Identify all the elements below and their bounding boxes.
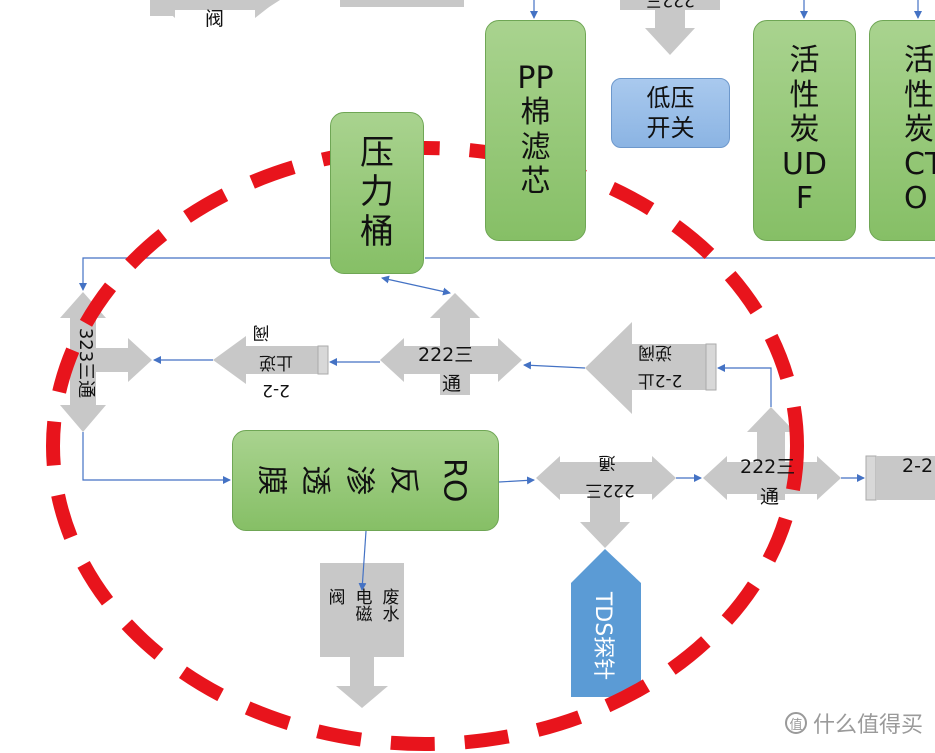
waste-valve-arrow [336,657,388,708]
watermark-text: 什么值得买 [812,713,923,738]
check-valve-left-label-1: 2-2 [262,380,290,400]
tds-probe-shape [571,549,641,697]
pp-filter-label-1: PP [517,60,554,96]
tee-lower-mid-shape [536,456,676,548]
cto-label-3: 炭 [904,112,934,148]
waste-valve-label: 废水 电磁 阀 [325,588,399,648]
tee-left-vertical-shape [60,292,152,432]
connector-tee-right-to-check-right [717,364,772,407]
check-valve-right-label-2: 逆阀 [638,342,672,362]
connector-ro-to-tee-lower [498,476,535,485]
ro-membrane-box: RO 反 渗 透 膜 [232,430,499,531]
tee-upper-mid-label-bottom: 通 [442,373,462,395]
connector-tank-to-tee-mid [381,275,451,296]
udf-label-2: 性 [789,77,820,113]
cto-label-1: 活 [904,43,934,79]
connector-check-right-to-tee-mid [523,361,586,370]
cto-label-5: O [904,181,928,217]
tee-lower-mid-label-bottom: 222三 [585,480,635,500]
waste-valve-label-2: 电磁 [351,588,372,622]
watermark: 值 什么值得买 [784,707,923,739]
fitting-far-right-label: 2-2 [902,455,934,477]
pp-filter-label-2: 棉 [520,95,551,130]
check-valve-right-label-1: 2-2止 [637,370,683,390]
connector-tee-left-to-ro [82,432,231,484]
udf-label-4: UD [781,146,828,182]
watermark-logo-icon: 值 [784,712,807,734]
check-valve-right-shape [585,322,706,414]
pressure-tank-label-3: 桶 [360,211,394,252]
ro-label-5: 膜 [253,465,289,496]
top-left-valve-label: 阀 [205,8,225,30]
ro-label-1: RO [436,458,472,503]
check-valve-left-label-3: 阀 [252,322,270,342]
low-pressure-switch-label-1: 低压 [646,84,695,112]
pressure-tank-label-2: 力 [360,172,394,213]
top-mid-tee-label: 222三 [645,0,695,10]
cto-label-4: CT [904,146,935,182]
ro-label-3: 渗 [341,465,377,496]
udf-carbon-box: 活 性 炭 UD F [753,20,856,241]
fitting-far-right-cap [865,455,877,501]
tee-lower-right-label-top: 222三 [740,456,796,478]
top-mid-tee-arrow [645,0,695,55]
check-valve-left-label-2: 止逆 [259,352,293,372]
pressure-tank-box: 压 力 桶 [330,112,424,274]
fitting-far-right-body [876,456,935,500]
waste-valve-body [320,563,404,657]
tee-lower-mid-label-top: 通 [598,452,616,472]
check-valve-left-cap [317,345,329,375]
check-valve-right-cap [705,343,717,391]
check-valve-left-shape [213,336,318,384]
top-partial-box [340,0,464,7]
pp-filter-label-4: 芯 [520,164,551,199]
tee-upper-mid-shape [380,293,522,395]
low-pressure-switch-box: 低压 开关 [611,78,730,148]
ro-label-4: 透 [297,465,333,496]
pressure-tank-label-1: 压 [360,133,394,174]
connector-ro-to-waste [358,530,367,591]
tds-probe-label: TDS探针 [590,591,615,681]
connector-tank-left [79,257,330,291]
tee-left-vertical-label: 323三通 [75,327,96,399]
highlight-ellipse [46,141,804,751]
pp-filter-box: PP 棉 滤 芯 [485,20,586,241]
top-left-valve-arrow [155,0,278,18]
cto-carbon-box: 活 性 炭 CT O [869,20,935,241]
udf-label-1: 活 [789,43,820,79]
udf-label-5: F [795,181,814,217]
tee-lower-right-label-bottom: 通 [760,486,780,508]
waste-valve-label-3: 阀 [324,588,345,605]
udf-label-3: 炭 [789,112,820,148]
tee-upper-mid-label-top: 222三 [418,344,474,366]
pp-filter-label-3: 滤 [520,129,551,165]
waste-valve-label-1: 废水 [378,588,399,622]
cto-label-2: 性 [904,77,934,113]
top-mid-tee-stem [620,0,720,10]
ro-label-2: 反 [385,465,421,496]
tee-lower-right-shape [703,407,841,500]
low-pressure-switch-label-2: 开关 [646,114,695,142]
